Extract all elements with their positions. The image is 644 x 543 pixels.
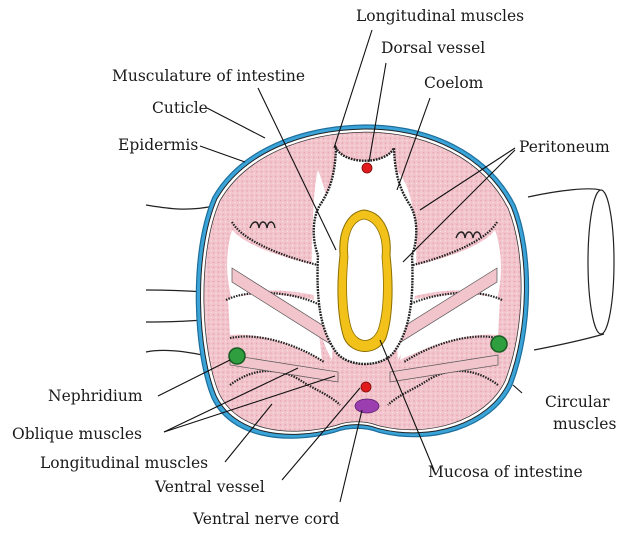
labels: Longitudinal muscles Dorsal vessel Muscu… bbox=[12, 7, 616, 528]
label-mucosa-of-intestine: Mucosa of intestine bbox=[428, 463, 583, 481]
right-setae-tube bbox=[527, 188, 615, 351]
label-longitudinal-muscles-bottom: Longitudinal muscles bbox=[40, 454, 208, 472]
intestine bbox=[312, 143, 418, 366]
label-ventral-vessel: Ventral vessel bbox=[154, 478, 265, 496]
label-cuticle: Cuticle bbox=[152, 99, 208, 117]
leader-lines bbox=[157, 29, 523, 503]
label-coelom: Coelom bbox=[424, 74, 484, 92]
label-dorsal-vessel: Dorsal vessel bbox=[381, 39, 485, 57]
oblique-muscles bbox=[229, 267, 499, 383]
label-epidermis: Epidermis bbox=[118, 136, 198, 154]
label-peritoneum: Peritoneum bbox=[519, 138, 610, 156]
label-circular-muscles-line1: Circular bbox=[545, 393, 610, 411]
nephridium-left bbox=[228, 347, 246, 365]
nephridium-right bbox=[490, 335, 508, 353]
label-longitudinal-muscles-top: Longitudinal muscles bbox=[356, 7, 524, 25]
label-musculature-of-intestine: Musculature of intestine bbox=[112, 67, 305, 85]
label-nephridium: Nephridium bbox=[48, 387, 143, 405]
label-ventral-nerve-cord: Ventral nerve cord bbox=[192, 510, 340, 528]
dorsal-vessel bbox=[361, 162, 373, 174]
label-circular-muscles-line2: muscles bbox=[553, 415, 616, 433]
peritoneum-folds bbox=[249, 221, 482, 239]
ventral-vessel bbox=[360, 381, 372, 393]
ventral-nerve-cord bbox=[354, 398, 380, 414]
label-oblique-muscles: Oblique muscles bbox=[12, 425, 142, 443]
